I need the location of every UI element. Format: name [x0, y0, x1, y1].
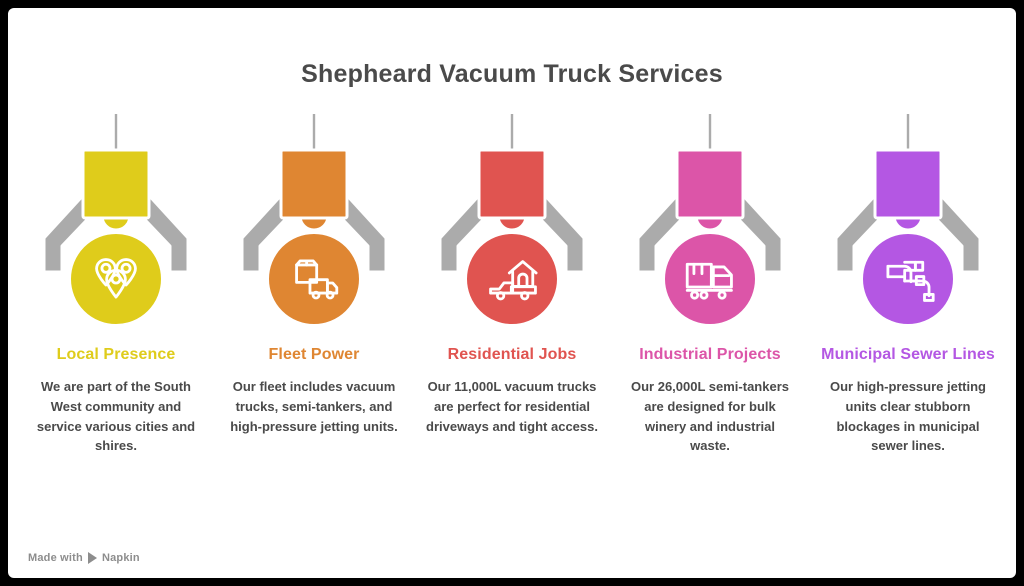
map-pins-icon [95, 258, 137, 299]
robot-gripper-graphic [240, 114, 388, 328]
icon-circle [859, 230, 957, 328]
gripper-illustration [22, 112, 210, 336]
semi-truck-icon [685, 262, 733, 300]
gripper-body [81, 148, 151, 220]
watermark-brand: Napkin [101, 552, 140, 564]
feature-heading: Residential Jobs [447, 346, 577, 363]
gripper-illustration [418, 112, 606, 336]
gripper-body [675, 148, 745, 220]
feature-description: Our 26,000L semi-tankers are designed fo… [630, 379, 789, 454]
robot-gripper-graphic [636, 114, 784, 328]
gripper-illustration [814, 112, 1002, 336]
page-title: Shepheard Vacuum Truck Services [301, 60, 723, 88]
watermark: Made with Napkin [28, 552, 140, 564]
feature-description: We are part of the South West community … [36, 379, 196, 454]
gripper-illustration [616, 112, 804, 336]
feature-heading: Municipal Sewer Lines [821, 346, 995, 363]
play-triangle-icon [87, 552, 97, 564]
feature-description: Our high-pressure jetting units clear st… [829, 379, 986, 454]
infographic-canvas: Shepheard Vacuum Truck Services Local Pr… [8, 8, 1016, 578]
robot-gripper-graphic [834, 114, 982, 328]
robot-gripper-graphic [438, 114, 586, 328]
watermark-prefix: Made with [28, 552, 83, 564]
feature-heading: Local Presence [56, 346, 176, 363]
robot-gripper-graphic [42, 114, 190, 328]
feature-heading: Industrial Projects [639, 346, 781, 363]
gripper-body [873, 148, 943, 220]
icon-circle [67, 230, 165, 328]
box-delivery-truck-icon [295, 259, 339, 300]
columns-container: Local Presence We are part of the South W… [8, 112, 1016, 456]
pipe-bend-icon [886, 260, 935, 302]
feature-heading: Fleet Power [268, 346, 360, 363]
feature-description: Our 11,000L vacuum trucks are perfect fo… [426, 379, 598, 434]
feature-description: Our fleet includes vacuum trucks, semi-t… [230, 379, 398, 434]
gripper-body [477, 148, 547, 220]
house-truck-icon [489, 260, 538, 301]
gripper-body [279, 148, 349, 220]
gripper-illustration [220, 112, 408, 336]
feature-column: Local Presence We are part of the South W… [22, 112, 210, 456]
